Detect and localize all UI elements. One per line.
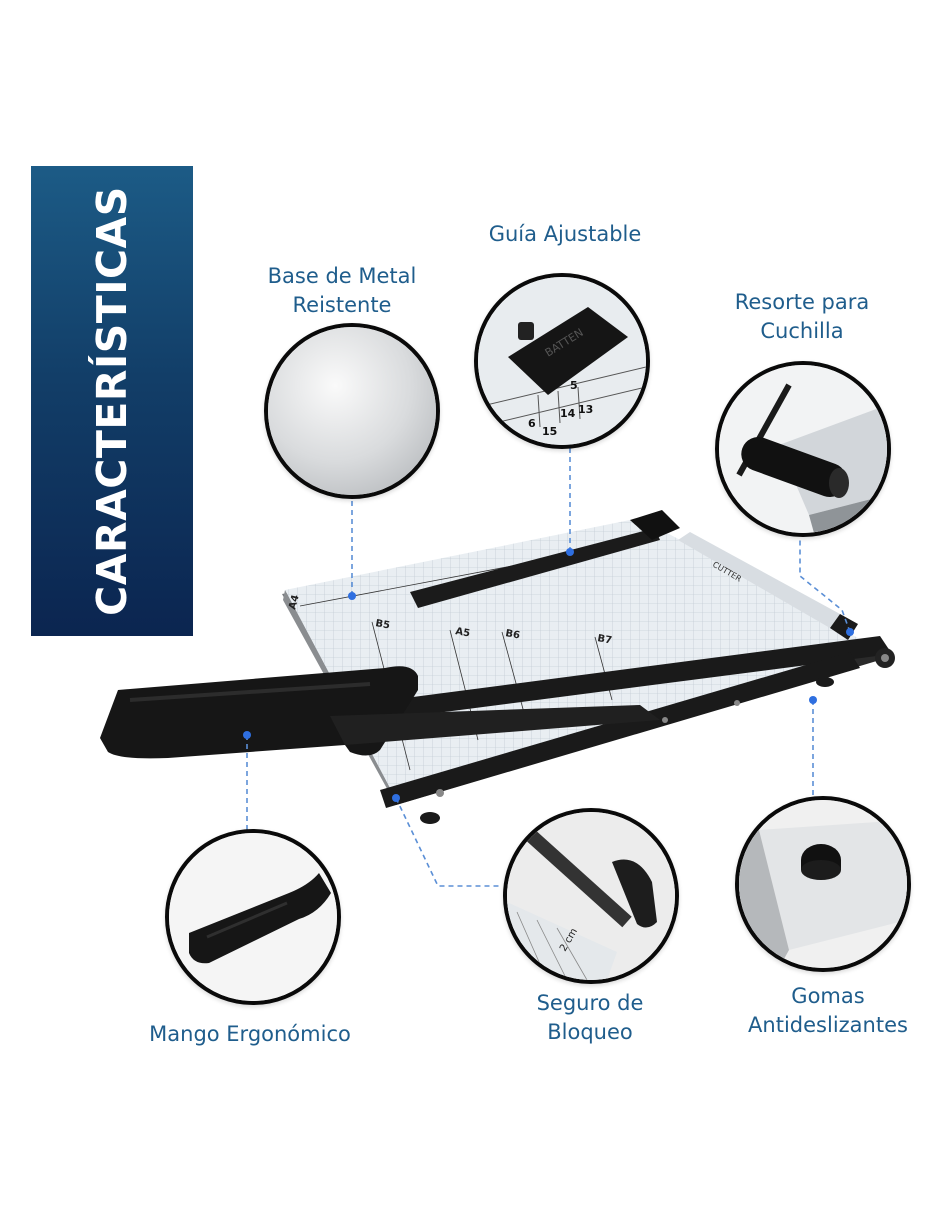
label-handle: Mango Ergonómico — [130, 1020, 370, 1049]
mark-a5: A5 — [454, 626, 470, 639]
label-metal-base-line1: Base de Metal — [267, 264, 417, 288]
ruler-num-15: 15 — [542, 425, 557, 438]
cutter-handle — [100, 666, 660, 759]
detail-circle-rubber-feet — [735, 796, 911, 972]
callout-dots — [243, 548, 854, 802]
label-lock: Seguro de Bloqueo — [500, 989, 680, 1047]
ruler-num-14: 14 — [560, 407, 576, 420]
board-markings: A4 B5 A5 B6 B7 — [287, 594, 613, 647]
label-adjustable-guide: Guía Ajustable — [475, 220, 655, 249]
label-blade-spring-line2: Cuchilla — [760, 319, 844, 343]
label-metal-base: Base de Metal Reistente — [252, 262, 432, 320]
detail-circle-handle — [165, 829, 341, 1005]
label-metal-base-line2: Reistente — [292, 293, 392, 317]
label-handle-line1: Mango Ergonómico — [149, 1022, 351, 1046]
label-rubber-feet-line1: Gomas — [791, 984, 865, 1008]
label-blade-spring: Resorte para Cuchilla — [712, 288, 892, 346]
detail-circle-blade-spring — [715, 361, 891, 537]
mark-b5: B5 — [374, 618, 390, 631]
blade-arm — [390, 636, 895, 718]
label-blade-spring-line1: Resorte para — [734, 290, 870, 314]
ruler-num-13: 13 — [578, 403, 593, 416]
ruler-num-6: 6 — [528, 417, 536, 430]
front-lever — [380, 652, 860, 808]
ruler-num-5: 5 — [570, 379, 578, 392]
guide-bar — [410, 510, 680, 608]
mark-b7: B7 — [596, 633, 612, 646]
detail-circle-lock: 2 cm — [503, 808, 679, 984]
label-rubber-feet: Gomas Antideslizantes — [738, 982, 918, 1040]
detail-circle-adjustable-guide: BATTEN 5 6 14 13 15 — [474, 273, 650, 449]
label-lock-line1: Seguro de — [536, 991, 644, 1015]
label-rubber-feet-line2: Antideslizantes — [748, 1013, 908, 1037]
title-banner: CARACTERÍSTICAS — [31, 166, 193, 636]
mark-a4: A4 — [287, 594, 301, 611]
mark-b6: B6 — [504, 628, 520, 641]
callout-lines — [246, 440, 851, 887]
label-lock-line2: Bloqueo — [547, 1020, 633, 1044]
detail-circle-metal-base — [264, 323, 440, 499]
label-adjustable-guide-line1: Guía Ajustable — [488, 222, 642, 246]
